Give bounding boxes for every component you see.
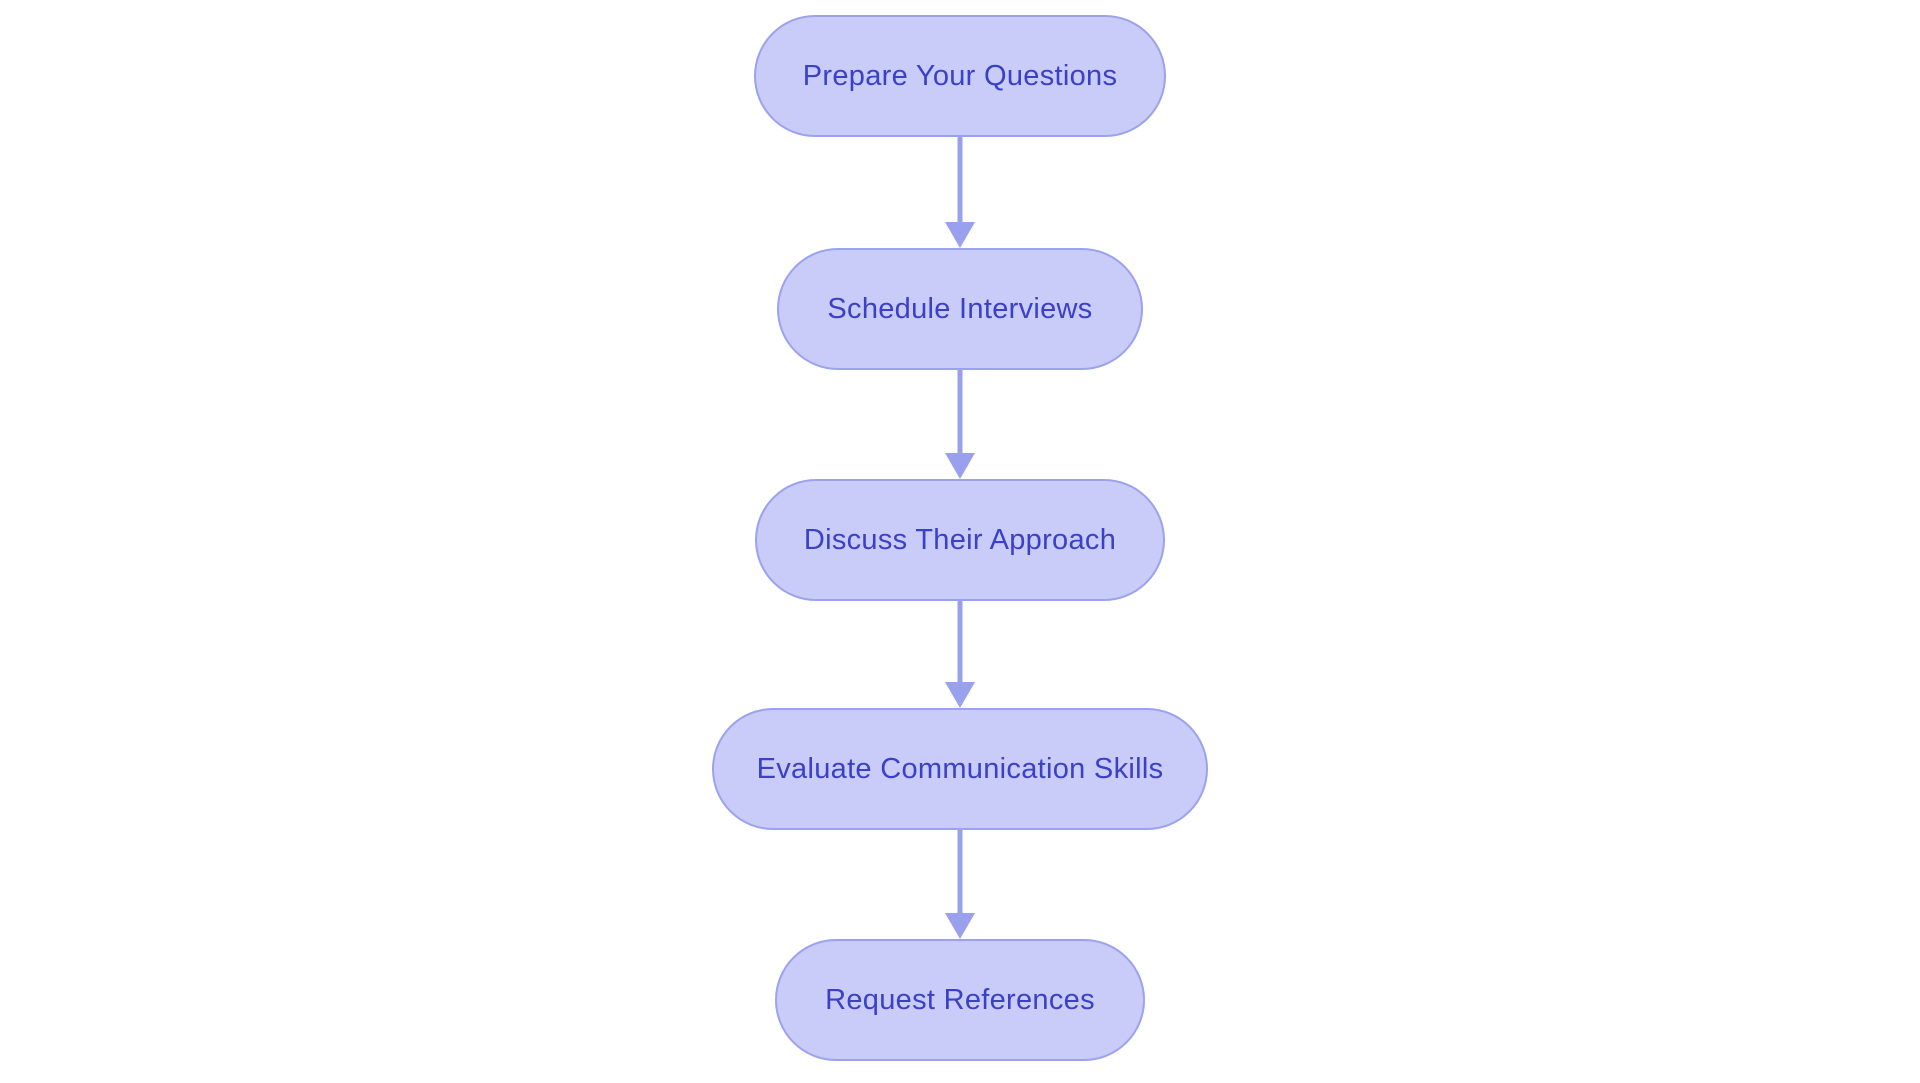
flow-node-discuss-their-approach: Discuss Their Approach (755, 479, 1165, 601)
flow-arrow (945, 137, 975, 248)
arrow-stem (957, 601, 963, 684)
flow-node-request-references: Request References (775, 939, 1145, 1061)
arrow-stem (957, 370, 963, 455)
arrow-stem (957, 137, 963, 224)
flow-node-label: Request References (825, 983, 1095, 1016)
flow-arrow (945, 601, 975, 708)
flow-node-label: Discuss Their Approach (803, 523, 1117, 556)
flow-arrow (945, 370, 975, 479)
flow-node-evaluate-communication-skills: Evaluate Communication Skills (712, 708, 1208, 830)
flow-node-label: Schedule Interviews (827, 292, 1093, 325)
arrow-down-icon (945, 682, 975, 708)
flow-node-label: Evaluate Communication Skills (756, 752, 1164, 785)
flow-arrow (945, 830, 975, 939)
arrow-down-icon (945, 453, 975, 479)
flow-node-schedule-interviews: Schedule Interviews (777, 248, 1143, 370)
arrow-down-icon (945, 913, 975, 939)
arrow-stem (957, 830, 963, 915)
flow-node-label: Prepare Your Questions (802, 59, 1118, 92)
flow-node-prepare-your-questions: Prepare Your Questions (754, 15, 1166, 137)
arrow-down-icon (945, 222, 975, 248)
